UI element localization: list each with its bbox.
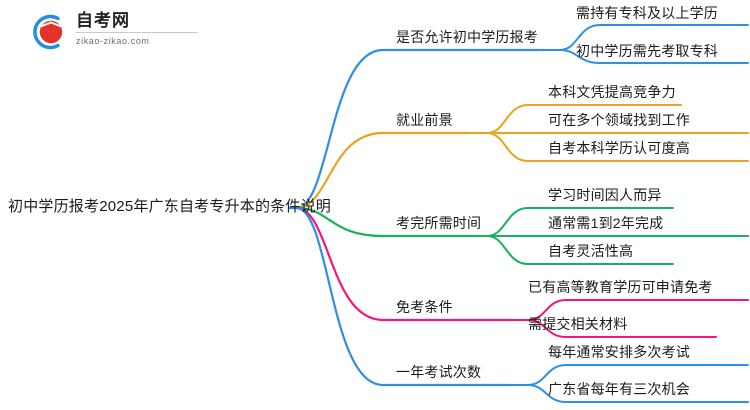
logo-divider <box>76 32 198 33</box>
branch4-child-link-2 <box>527 319 717 338</box>
branch-node-5[interactable]: 一年考试次数 <box>396 364 482 380</box>
graduation-cap-logo-icon <box>33 14 66 50</box>
leaf-node-3-2[interactable]: 通常需1到2年完成 <box>548 215 664 231</box>
leaf-node-2-1[interactable]: 本科文凭提高竞争力 <box>548 84 676 100</box>
branch4-child-link-1 <box>527 299 749 321</box>
leaf-node-4-2[interactable]: 需提交相关材料 <box>528 316 628 332</box>
logo-title: 自考网 <box>76 11 130 30</box>
branch-node-3[interactable]: 考完所需时间 <box>396 215 482 231</box>
branch2-child-link-3 <box>486 132 749 162</box>
site-logo: 自考网 zikao-zikao.com <box>28 10 203 54</box>
branch-node-2[interactable]: 就业前景 <box>396 112 453 128</box>
leaf-node-2-2[interactable]: 可在多个领域找到工作 <box>548 112 690 128</box>
branch-link-5 <box>295 206 512 387</box>
branch1-child-link-1 <box>559 24 749 51</box>
branch-link-1 <box>295 48 540 210</box>
leaf-node-3-3[interactable]: 自考灵活性高 <box>548 243 634 259</box>
branch-link-4 <box>295 206 512 322</box>
branch5-child-link-2 <box>527 384 749 403</box>
leaf-node-5-2[interactable]: 广东省每年有三次机会 <box>548 381 690 397</box>
leaf-node-2-3[interactable]: 自考本科学历认可度高 <box>548 140 690 156</box>
branch3-child-link-3 <box>486 235 674 265</box>
leaf-node-4-1[interactable]: 已有高等教育学历可申请免考 <box>528 279 713 295</box>
logo-text: 自考网 zikao-zikao.com <box>76 11 202 47</box>
branch-node-4[interactable]: 免考条件 <box>396 299 453 315</box>
leaf-node-5-1[interactable]: 每年通常安排多次考试 <box>548 344 690 360</box>
leaf-node-1-2[interactable]: 初中学历需先考取专科 <box>576 43 718 59</box>
leaf-node-3-1[interactable]: 学习时间因人而异 <box>548 187 662 203</box>
root-node[interactable]: 初中学历报考2025年广东自考专升本的条件说明 <box>8 198 331 215</box>
branch5-child-link-1 <box>527 364 749 386</box>
branch-link-3 <box>295 206 470 238</box>
logo-subtitle: zikao-zikao.com <box>76 36 150 46</box>
branch1-child-link-2 <box>559 49 749 64</box>
branch-node-1[interactable]: 是否允许初中学历报考 <box>396 29 538 45</box>
branch-link-2 <box>295 131 470 210</box>
leaf-node-1-1[interactable]: 需持有专科及以上学历 <box>576 5 718 21</box>
